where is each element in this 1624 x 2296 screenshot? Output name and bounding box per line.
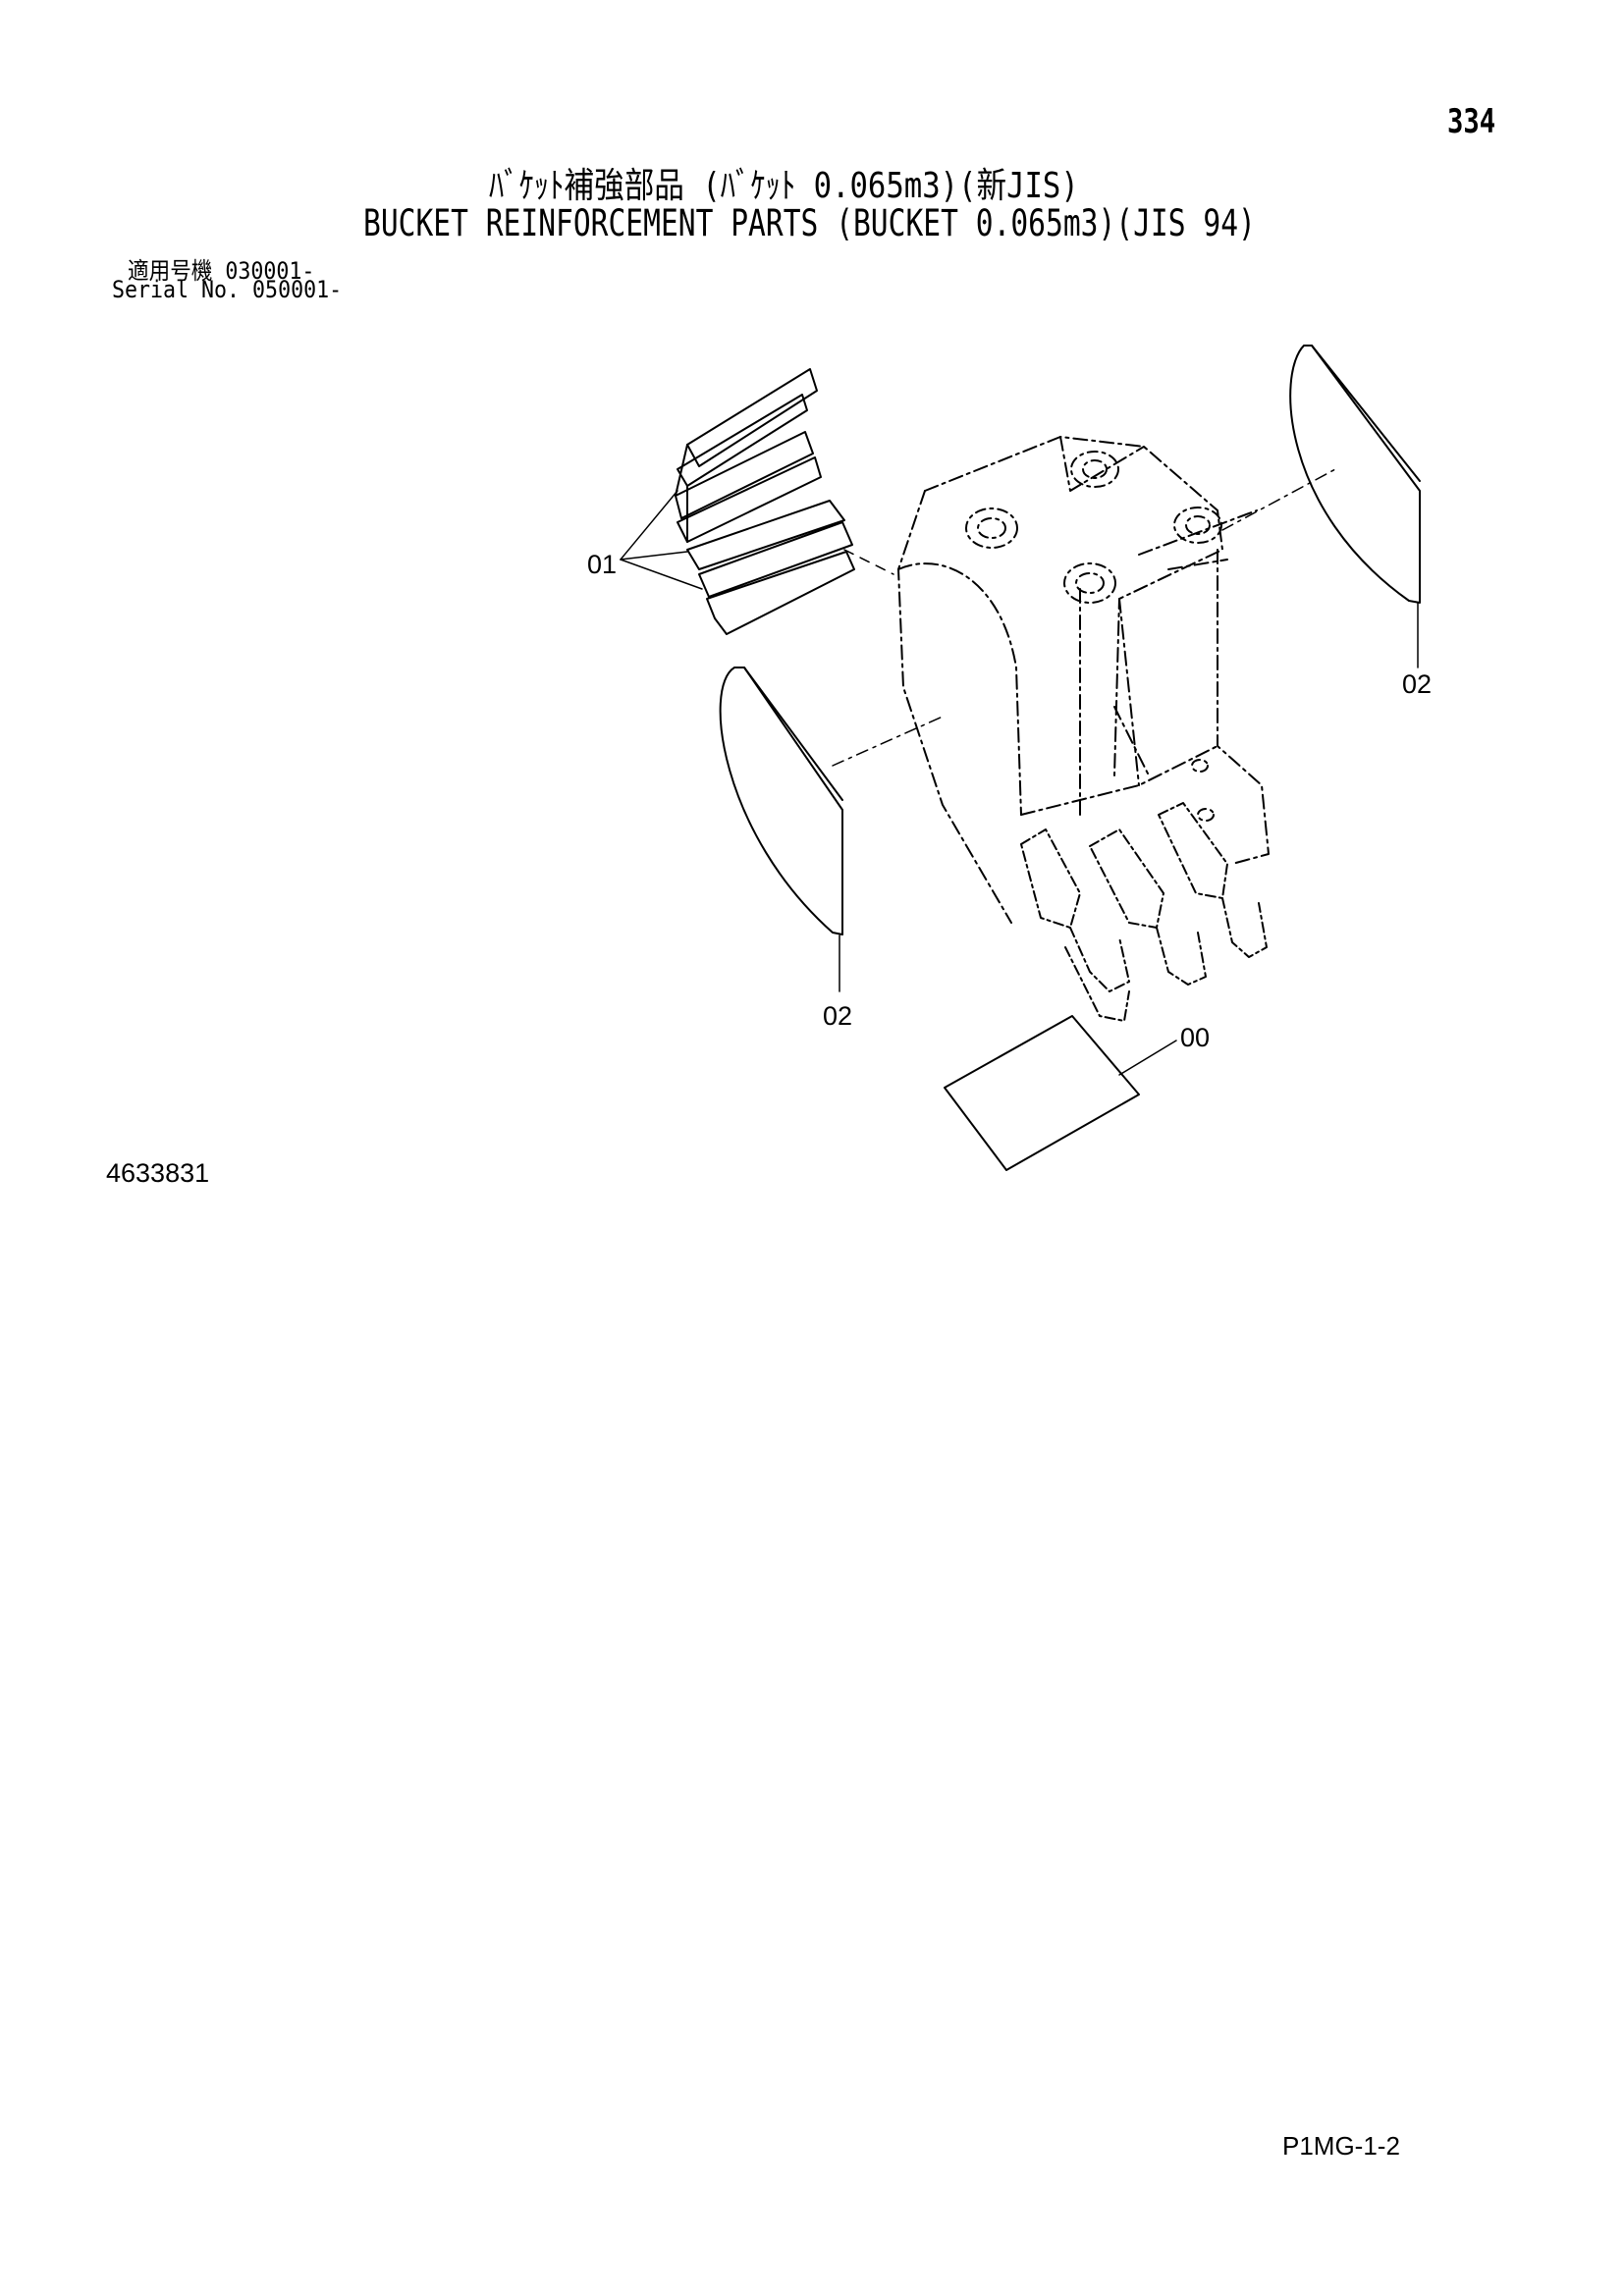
callout-part-02-right: 02 xyxy=(1402,669,1432,699)
serial-range-japanese: 適用号機 030001- xyxy=(128,251,314,286)
callout-part-00: 00 xyxy=(1180,1023,1210,1052)
part-01-wear-strips xyxy=(675,368,855,635)
part-02-right-side-plate xyxy=(1289,345,1421,668)
alignment-lines xyxy=(832,468,1336,767)
page-title-english: BUCKET REINFORCEMENT PARTS (BUCKET 0.065… xyxy=(363,202,1256,244)
serial-label-english: Serial No. xyxy=(112,276,241,303)
bucket-pin-bosses xyxy=(965,451,1222,822)
bucket-assembly xyxy=(897,436,1270,924)
part-00-plate xyxy=(944,1015,1177,1171)
serial-value-japanese: 030001- xyxy=(225,257,315,285)
serial-label-japanese: 適用号機 xyxy=(128,257,213,285)
part-02-left-side-plate xyxy=(719,667,843,992)
drawing-number: 4633831 xyxy=(106,1158,210,1188)
page-number: 334 xyxy=(1447,102,1496,141)
sheet-code: P1MG-1-2 xyxy=(1282,2131,1400,2161)
callout-part-02-left: 02 xyxy=(823,1001,852,1031)
serial-range-english: Serial No. 050001- xyxy=(112,276,342,303)
callout-part-01: 01 xyxy=(587,550,617,579)
page-title-japanese: ﾊﾞｹｯﾄ補強部品 (ﾊﾞｹｯﾄ 0.065m3)(新JIS) xyxy=(489,166,1079,206)
serial-value-english: 050001- xyxy=(252,276,343,303)
bucket-teeth xyxy=(1020,802,1268,1022)
part-01-leader xyxy=(620,490,894,590)
